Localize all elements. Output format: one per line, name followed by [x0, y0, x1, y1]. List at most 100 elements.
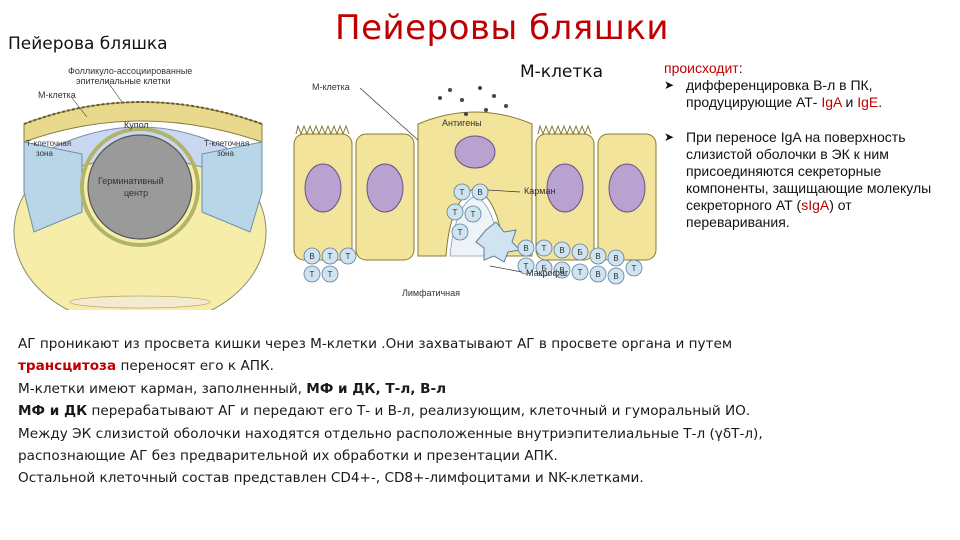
heading-word: происходит	[664, 60, 739, 76]
antigen-particles	[438, 86, 508, 116]
lymphocyte-cell	[625, 259, 643, 277]
body-text: АГ проникают из просвета кишки через М-к…	[18, 333, 948, 490]
arrow-bullet-icon: ➤	[664, 78, 675, 92]
lymphocyte-cell	[553, 261, 571, 279]
lymphocyte-label: В	[613, 272, 618, 281]
lymphocyte-cell	[535, 259, 553, 277]
lymphocyte-cell	[517, 239, 535, 257]
lymphocyte-cell	[471, 183, 489, 201]
label-epithelium: эпителиальные клетки	[76, 76, 170, 86]
bullet-item-1: ➤ дифференцировка В-л в ПК, продуцирующи…	[664, 77, 954, 111]
lymphocyte-label: Т	[460, 188, 465, 197]
peyer-patch-figure: Фолликуло-ассоциированные эпителиальные …	[12, 62, 282, 310]
lymphocyte-label: Т	[328, 270, 333, 279]
lymphocyte-cell	[453, 183, 471, 201]
lymphocyte-cell	[553, 241, 571, 259]
label-lamina: Лимфатичная	[402, 288, 460, 298]
lymphocyte-label: Т	[542, 244, 547, 253]
mcell-nucleus	[454, 135, 496, 169]
body-line-2: трансцитоза переносят его к АПК.	[18, 355, 948, 377]
label-germinal-2: центр	[124, 188, 148, 198]
label-macrophage: Макрофаг	[526, 268, 569, 278]
macrophage	[475, 221, 522, 263]
item2-end: ) от переваривания.	[686, 197, 852, 230]
label-follicle: Фолликуло-ассоциированные	[68, 66, 192, 76]
lymphocyte-label: Т	[524, 262, 529, 271]
lymphocyte-label: В	[309, 252, 314, 261]
body-line-1: АГ проникают из просвета кишки через М-к…	[18, 336, 733, 352]
lymphocyte-cell	[321, 265, 339, 283]
item2-text: При переносе IgA на поверхность слизисто…	[686, 129, 932, 213]
lymphocyte-label: В	[477, 188, 482, 197]
lymphocyte-label: Т	[471, 210, 476, 219]
right-text-panel: происходит: ➤ дифференцировка В-л в ПК, …	[664, 60, 954, 231]
lymphocyte-label: В	[559, 246, 564, 255]
heading-colon: :	[738, 60, 743, 76]
lymphocyte-cell	[446, 203, 464, 221]
body-line-3-bold: МФ и ДК, Т-л, В-л	[306, 380, 447, 397]
item1-iga: IgA	[821, 94, 842, 110]
subtitle: Пейерова бляшка	[8, 34, 168, 54]
t-zone-right	[201, 141, 263, 233]
body-line-4-bold: МФ и ДК	[18, 403, 88, 420]
label-tzone-left-2: зона	[36, 149, 53, 158]
term-transcytosis: трансцитоза	[18, 358, 117, 375]
body-line-5: Между ЭК слизистой оболочки находятся от…	[18, 425, 763, 442]
lymphocyte-label: Т	[328, 252, 333, 261]
label-antigens: Антигены	[442, 118, 482, 128]
label-tzone-left-1: Т-клеточная	[26, 139, 71, 148]
lymphocyte-label: Т	[346, 252, 351, 261]
lymphocyte-cell	[535, 239, 553, 257]
lymphocyte-label: Б	[541, 264, 546, 273]
lymphocyte-cell	[303, 247, 321, 265]
body-line-6: распознающие АГ без предварительной их о…	[18, 448, 558, 465]
lymphocyte-label: В	[523, 244, 528, 253]
lymphocyte-label: В	[595, 252, 600, 261]
item1-ige: IgE	[857, 94, 879, 110]
lymphocyte-cell	[607, 249, 625, 267]
body-line-2-rest: переносят его к АПК.	[116, 358, 274, 375]
body-line-3-start: М-клетки имеют карман, заполненный,	[18, 380, 307, 397]
lymphocyte-label: Т	[458, 228, 463, 237]
lymphocyte-cell	[589, 247, 607, 265]
label-tzone-right-1: Т-клеточная	[204, 139, 249, 148]
mcell-heading: М-клетка	[520, 62, 603, 82]
bullet-item-2: ➤ При переносе IgA на поверхность слизис…	[664, 129, 954, 231]
lymphocyte-cell	[339, 247, 357, 265]
lymphocyte-cell	[303, 265, 321, 283]
lymphocyte-label: Б	[577, 248, 582, 257]
label-mcell-left: М-клетка	[38, 90, 76, 100]
lymphocyte-label: Т	[578, 268, 583, 277]
lymphocyte-label: Т	[632, 264, 637, 273]
lymphocyte-label: Т	[310, 270, 315, 279]
lymphocyte-label: Т	[453, 208, 458, 217]
t-zone-left	[23, 141, 83, 233]
lymphocyte-cell	[464, 205, 482, 223]
item1-and: и	[841, 94, 858, 110]
lymphocyte-label: В	[559, 266, 564, 275]
item1-end: .	[878, 94, 883, 110]
germinal-center	[87, 134, 193, 240]
label-dome: Купол	[124, 120, 149, 130]
lymphocyte-cell	[571, 243, 589, 261]
label-germinal-1: Герминативный	[98, 176, 164, 186]
lymphocyte-label: В	[613, 254, 618, 263]
epithelial-cells	[293, 124, 657, 261]
body-line-3: М-клетки имеют карман, заполненный, МФ и…	[18, 378, 948, 400]
body-line-4-rest: перерабатывают АГ и передают его Т- и В-…	[87, 403, 751, 420]
item1-text: дифференцировка В-л в ПК, продуцирующие …	[686, 77, 873, 110]
panel-heading: происходит:	[664, 60, 954, 77]
body-line-7: Остальной клеточный состав представлен C…	[18, 470, 644, 487]
lymphocyte-cell	[517, 257, 535, 275]
label-tzone-right-2: зона	[217, 149, 234, 158]
body-line-4: МФ и ДК перерабатывают АГ и передают его…	[18, 400, 948, 422]
lymphocyte-cell	[607, 267, 625, 285]
lymphocyte-cell	[589, 265, 607, 283]
item2-siga: sIgA	[801, 197, 830, 213]
lymphocyte-cell	[321, 247, 339, 265]
lymphocyte-label: В	[595, 270, 600, 279]
page-title: Пейеровы бляшки	[335, 8, 669, 48]
lymphocyte-cell	[451, 223, 469, 241]
